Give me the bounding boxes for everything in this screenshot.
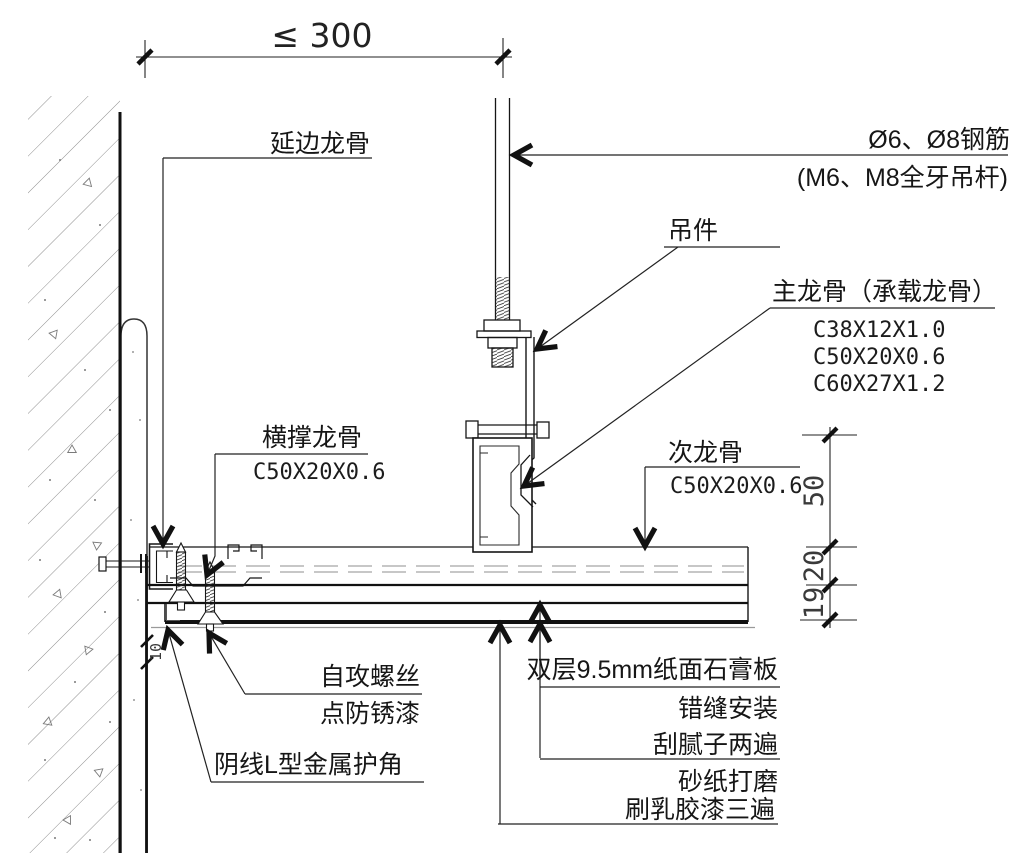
label-stagger-install: 错缝安装 bbox=[678, 695, 778, 723]
leader-hanger bbox=[532, 246, 679, 353]
label-gypsum-board: 双层9.5mm纸面石膏板 bbox=[527, 656, 778, 684]
label-rust-paint: 点防锈漆 bbox=[320, 700, 420, 728]
hanger-rod bbox=[476, 98, 532, 368]
label-cross-brace-spec: C50X20X0.6 bbox=[253, 460, 385, 485]
wall-finish-strip bbox=[120, 318, 148, 853]
label-latex-paint: 刷乳胶漆三遍 bbox=[625, 796, 775, 824]
label-rod-line1: Ø6、Ø8钢筋 bbox=[868, 126, 1010, 154]
dim-50: 50 bbox=[799, 475, 830, 508]
anchor-head bbox=[98, 556, 107, 572]
label-secondary-runner-spec: C50X20X0.6 bbox=[670, 474, 802, 499]
cross-brace-lip-right bbox=[250, 544, 263, 559]
rod-nut-lower bbox=[487, 336, 518, 349]
main-runner-outline bbox=[472, 437, 533, 553]
label-screws: 自攻螺丝 bbox=[320, 663, 420, 691]
leader-lines bbox=[150, 142, 1008, 825]
leader-screws bbox=[206, 628, 246, 695]
l-corner-bead-profile bbox=[166, 604, 180, 621]
leader-main-runner bbox=[519, 307, 771, 490]
top-dimension-text: ≤ 300 bbox=[271, 16, 372, 55]
wall-aggregate-triangles bbox=[42, 177, 104, 826]
dim-tick bbox=[136, 48, 154, 66]
rod-threads-lower bbox=[491, 347, 514, 368]
label-main-runner-spec1: C38X12X1.0 bbox=[813, 318, 945, 343]
labels: 延边龙骨 Ø6、Ø8钢筋 (M6、M8全牙吊杆) 吊件 主龙骨（承载龙骨） C3… bbox=[214, 126, 1010, 824]
main-runner-inner-profile bbox=[479, 445, 520, 546]
right-dimension bbox=[800, 426, 857, 629]
gypsum-boards bbox=[147, 583, 755, 629]
label-putty: 刮腻子两遍 bbox=[653, 731, 778, 759]
cross-brace-lip-left bbox=[227, 544, 240, 559]
rod-nut-upper bbox=[483, 319, 521, 332]
dim-reveal: 10 bbox=[147, 643, 165, 661]
leader-corner-bead bbox=[160, 624, 212, 783]
label-sanding: 砂纸打磨 bbox=[678, 768, 778, 796]
label-main-runner-spec2: C50X20X0.6 bbox=[813, 345, 945, 370]
dim-20: 20 bbox=[799, 550, 830, 583]
expansion-anchor bbox=[98, 554, 150, 573]
label-rod-line2: (M6、M8全牙吊杆) bbox=[797, 164, 1008, 192]
clamp-nut-left bbox=[465, 420, 479, 439]
self-tapping-screw-1 bbox=[168, 541, 195, 611]
label-secondary-runner: 次龙骨 bbox=[668, 439, 743, 467]
wall-hatch bbox=[28, 96, 120, 853]
label-main-runner-spec3: C60X27X1.2 bbox=[813, 372, 945, 397]
clamp-nut-right bbox=[536, 421, 550, 439]
main-runner-channel bbox=[465, 420, 550, 553]
leader-cross-brace bbox=[202, 454, 225, 580]
label-cross-brace: 横撑龙骨 bbox=[262, 424, 362, 452]
label-hanger: 吊件 bbox=[668, 217, 718, 245]
rod-washer bbox=[476, 330, 532, 339]
label-edge-runner: 延边龙骨 bbox=[270, 130, 370, 158]
rod-threads bbox=[495, 277, 510, 320]
label-main-runner: 主龙骨（承载龙骨） bbox=[772, 278, 997, 306]
wall-section bbox=[28, 96, 148, 853]
reveal-dimension bbox=[140, 634, 154, 670]
label-corner-bead: 阴线L型金属护角 bbox=[214, 751, 403, 779]
dim-tick bbox=[494, 48, 512, 66]
finish-strip-dots bbox=[130, 351, 142, 791]
wall-aggregate-dots bbox=[39, 159, 111, 841]
furring-channel-band bbox=[150, 544, 749, 622]
dim-19: 19 bbox=[799, 587, 830, 620]
top-dimension bbox=[136, 38, 512, 78]
edge-runner bbox=[148, 543, 173, 590]
